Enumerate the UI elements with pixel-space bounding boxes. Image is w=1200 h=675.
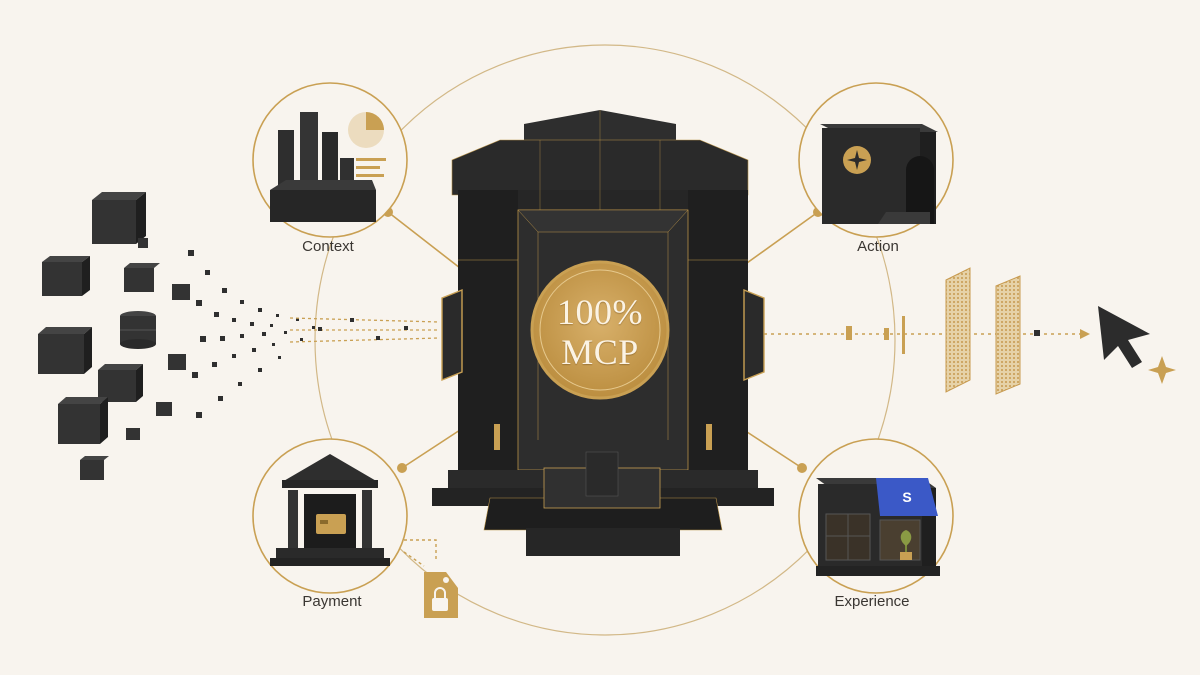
node-label-payment: Payment	[262, 593, 402, 610]
hub-label: 100% MCP	[530, 276, 670, 388]
cursor-icon	[1098, 306, 1150, 368]
sparkle-icon	[1148, 356, 1176, 384]
outflow-line	[764, 316, 1090, 354]
action-building-icon	[820, 124, 938, 224]
hub-label-line1: 100%	[557, 292, 643, 332]
padlock-tag-icon	[404, 540, 458, 618]
data-cubes-icon	[38, 192, 190, 480]
node-context	[253, 83, 407, 237]
node-payment	[253, 439, 407, 593]
inflow-lines	[290, 318, 440, 342]
data-particles	[188, 250, 315, 418]
hub-label-line2: MCP	[561, 332, 639, 372]
node-dot-experience	[797, 463, 807, 473]
node-experience: S	[799, 439, 953, 593]
filter-screen-icon	[946, 268, 1020, 394]
node-label-context: Context	[258, 238, 398, 255]
node-dot-payment	[397, 463, 407, 473]
node-label-action: Action	[808, 238, 948, 255]
node-action	[799, 83, 953, 237]
node-label-experience: Experience	[802, 593, 942, 610]
storefront-icon	[816, 478, 940, 576]
store-awning-badge: S	[902, 489, 911, 505]
